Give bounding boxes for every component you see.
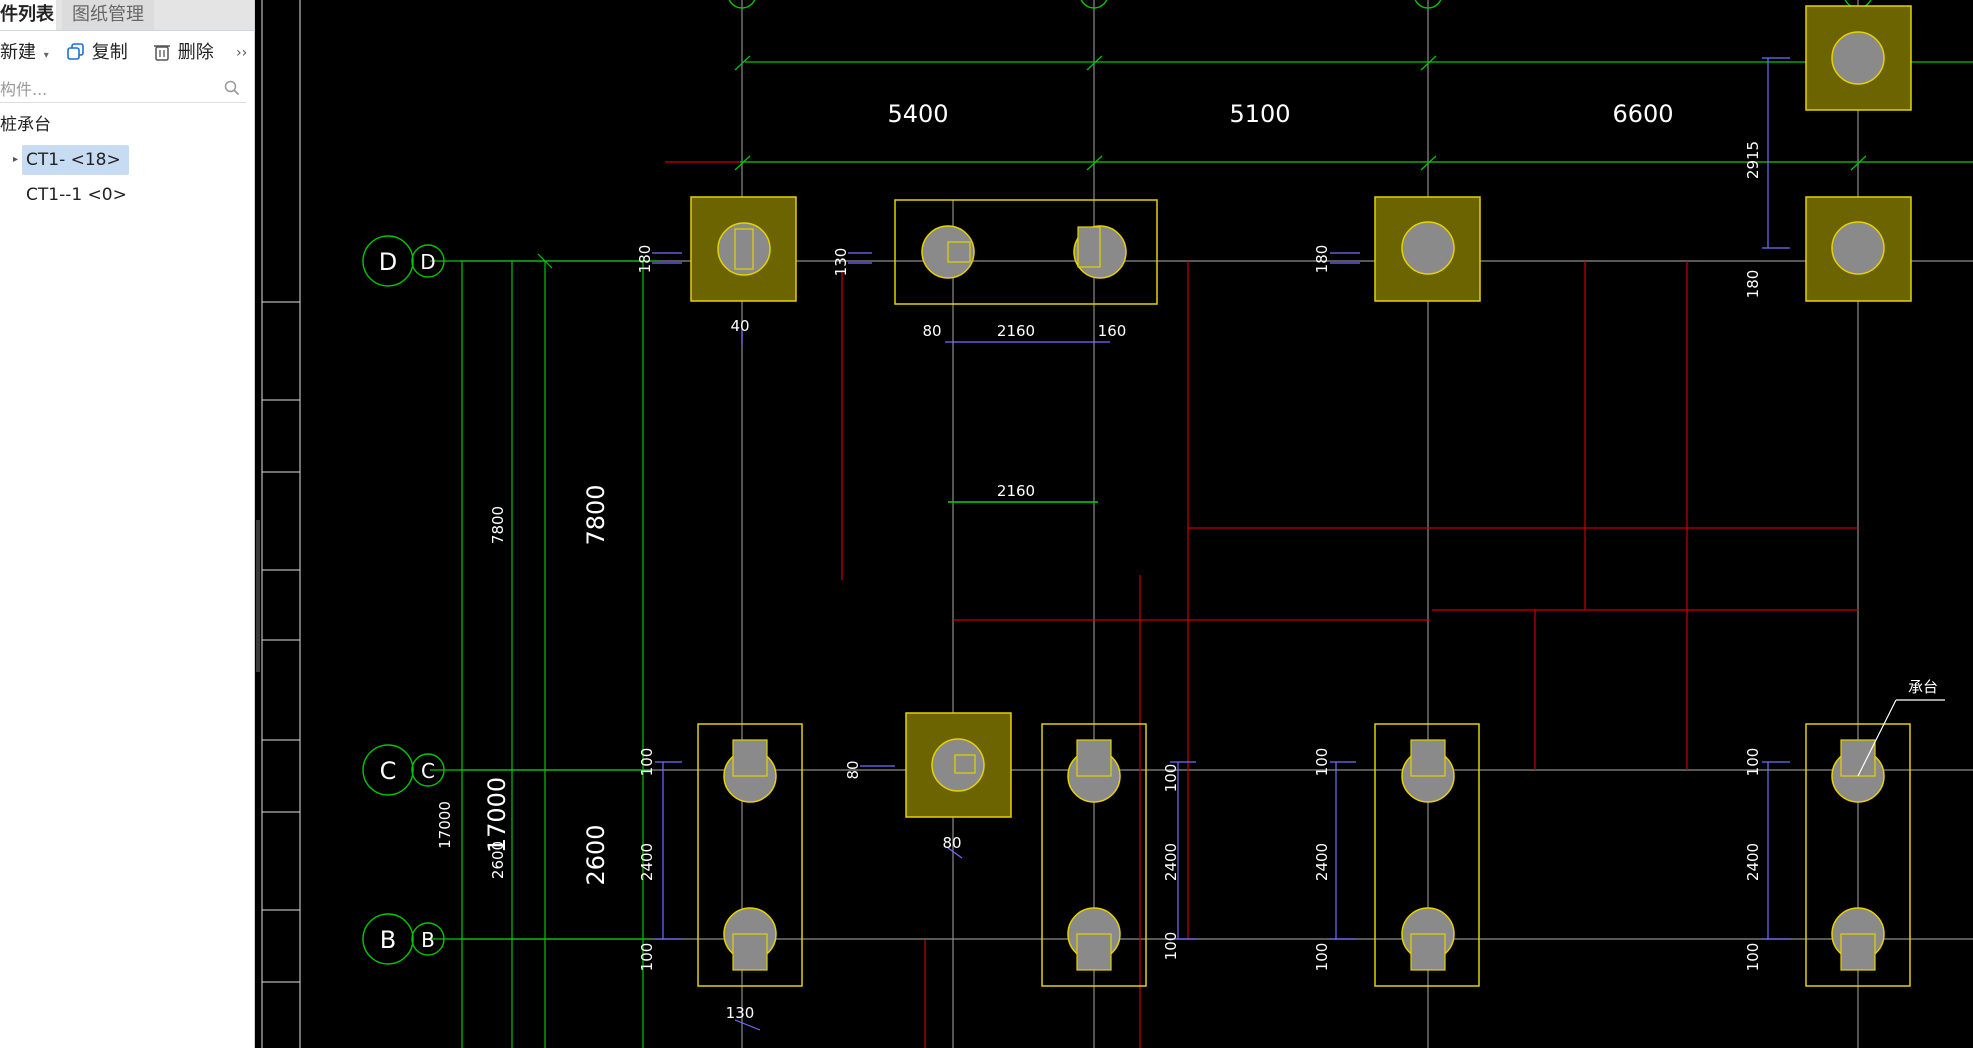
search-icon[interactable] [224,80,240,96]
dim-label: 160 [1098,322,1127,340]
dim-label: 180 [1313,245,1331,274]
pile [921,225,975,279]
piles [717,31,1885,971]
pile [1067,739,1121,803]
component-search[interactable]: 构件... [0,74,246,103]
pile [1067,907,1121,971]
expand-arrow-icon[interactable]: ▸ [13,154,19,165]
dim-label: 2400 [638,843,656,881]
row-axis-bubbles [362,235,445,965]
row-bubble-label-b: B [380,926,396,954]
row-dim-7800: 7800 [582,484,610,545]
column-dim-2-3: 5100 [1229,100,1290,128]
pile [931,738,985,792]
dim-label: 2400 [1313,843,1331,881]
pile-cap [894,199,1158,305]
row-dim-2600-small: 2600 [489,841,507,879]
more-tools-button[interactable]: ›› [236,45,248,61]
pile [717,222,771,276]
dim-label: 2915 [1744,141,1762,179]
row-bubble-label-c: C [380,757,397,785]
dim-label: 80 [942,834,961,852]
dim-label: 100 [1313,748,1331,777]
dim-label: 80 [844,760,862,779]
pile [1401,907,1455,971]
row-bubble-label-c-small: C [421,759,435,783]
panel-toolbar: 新建 ▾ 复制 删除 ›› [0,36,254,70]
dim-label: 100 [638,748,656,777]
column-dim-3-4: 6600 [1612,100,1673,128]
pile [1831,907,1885,971]
tab-component-list[interactable]: 件列表 [0,0,56,30]
dim-label: 80 [922,322,941,340]
copy-icon [67,43,84,60]
tab-drawing-management[interactable]: 图纸管理 [62,0,154,30]
panel-tabbar: 件列表 图纸管理 [0,0,254,31]
column-dim-1-2: 5400 [887,100,948,128]
pile [1401,739,1455,803]
pile-cap [1805,723,1911,987]
dim-label: 2400 [1162,843,1180,881]
row-dim-7800-small: 7800 [489,506,507,544]
row-bubble-label-d-small: D [420,250,435,274]
panel-splitter[interactable] [256,520,260,672]
delete-button[interactable]: 删除 [152,36,214,70]
delete-button-label: 删除 [177,42,214,63]
tree-root-pile-cap[interactable]: 桩承台 [0,115,51,135]
column-bubble-3 [1414,0,1442,9]
copy-button-label: 复制 [91,42,128,63]
component-list-panel: 件列表 图纸管理 新建 ▾ 复制 删除 ›› 构件... [0,0,255,1048]
dim-label: 40 [730,317,749,335]
dim-label: 100 [1162,764,1180,793]
dim-label: 180 [1744,270,1762,299]
tree-item-ct1[interactable]: CT1- <18> [22,145,129,175]
dim-label: 100 [1744,748,1762,777]
drawing-frame [261,0,301,1048]
dim-label: 100 [1313,943,1331,972]
row-dim-17000: 17000 [483,777,511,853]
pile-cap [697,723,803,987]
dimension-lines [652,57,1790,1031]
column-bubble-2 [1080,0,1108,9]
row-dim-2600: 2600 [582,824,610,885]
row-bubble-label-b-small: B [421,928,435,952]
pile [1073,225,1127,279]
copy-button[interactable]: 复制 [66,36,128,70]
dim-label: 100 [1744,943,1762,972]
tree-item-ct1-1[interactable]: CT1--1 <0> [26,185,127,205]
pile-cap [1041,723,1147,987]
dim-label: 100 [638,943,656,972]
pile [723,907,777,971]
pile [1831,31,1885,85]
pile [1831,221,1885,275]
pile [1401,221,1455,275]
leader-label: 承台 [1908,678,1938,696]
row-dim-17000-small: 17000 [436,801,454,849]
dim-label: 130 [726,1004,755,1022]
trash-icon [154,45,170,61]
cad-drawing-canvas[interactable]: D D C C B B 5400 5100 6600 7800 2600 170… [256,0,1973,1048]
dim-label: 130 [832,248,850,277]
pile-cap [1374,723,1480,987]
dim-label: 2400 [1744,843,1762,881]
search-placeholder: 构件... [0,80,48,99]
chevron-down-icon: ▾ [43,50,49,61]
grid-lines [460,0,1973,1048]
row-bubble-label-d: D [379,248,397,276]
column-bubble-1 [728,0,756,9]
new-button-label: 新建 [0,42,36,63]
dim-label: 2160 [997,322,1035,340]
pile [723,739,777,803]
mid-dim-label: 2160 [997,482,1035,500]
dim-label: 180 [636,245,654,274]
dim-label: 100 [1162,932,1180,961]
new-button[interactable]: 新建 ▾ [0,36,49,70]
leader-annotation [1857,699,1945,777]
